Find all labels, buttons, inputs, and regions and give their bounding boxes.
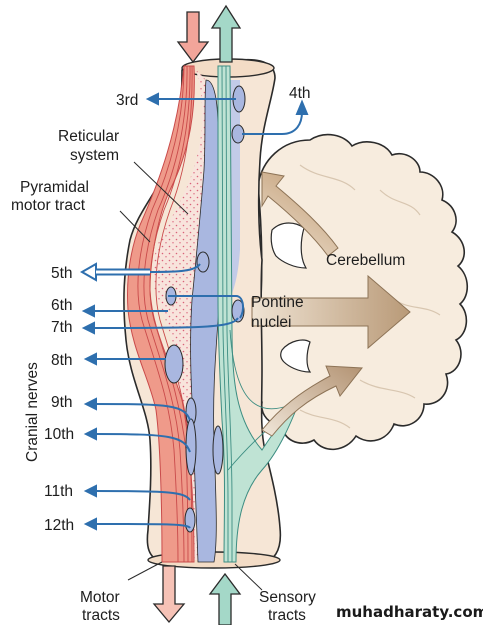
cerebellum-shape <box>249 133 469 451</box>
label-cerebellum: Cerebellum <box>326 252 405 269</box>
label-9th: 9th <box>51 394 73 411</box>
label-pyramidal-1: Pyramidal <box>20 179 89 196</box>
label-4th: 4th <box>289 85 311 102</box>
label-cranial-nerves: Cranial nerves <box>24 362 41 462</box>
label-sensory-2: tracts <box>268 607 306 624</box>
label-8th: 8th <box>51 352 73 369</box>
label-reticular-1: Reticular <box>58 128 119 145</box>
label-7th: 7th <box>51 319 73 336</box>
label-6th: 6th <box>51 297 73 314</box>
watermark-backdrop <box>330 600 480 622</box>
label-pontine-1: Pontine <box>251 294 304 311</box>
label-10th: 10th <box>44 426 74 443</box>
sensory-tract <box>217 65 301 563</box>
motor-out-arrow-bottom <box>152 565 186 624</box>
motor-tract-fibers <box>137 65 193 563</box>
label-5th: 5th <box>51 265 73 282</box>
sensory-in-arrow-bottom <box>208 572 242 625</box>
arrow-to-pontine-big <box>251 274 411 350</box>
motor-in-arrow <box>176 11 210 64</box>
cerebellar-peduncle-lower <box>280 339 312 373</box>
cranial-nuclei <box>164 85 246 533</box>
label-12th: 12th <box>44 517 74 534</box>
label-reticular-2: system <box>70 147 119 164</box>
cranial-nerve-arrows <box>79 92 309 531</box>
label-sensory-1: Sensory <box>259 589 316 606</box>
sensory-out-arrow-top <box>210 4 242 63</box>
arrow-cerebellum-upper <box>261 171 339 257</box>
label-pontine-2: nuclei <box>251 314 292 331</box>
label-motor-1: Motor <box>80 589 120 606</box>
label-motor-2: tracts <box>82 607 120 624</box>
label-3rd: 3rd <box>116 92 138 109</box>
cerebellar-peduncle-upper <box>270 222 308 269</box>
label-pyramidal-2: motor tract <box>11 197 86 214</box>
arrow-cerebellum-lower <box>261 365 363 437</box>
pyramidal-motor-tract <box>127 65 195 563</box>
watermark-text: muhadharaty.com <box>336 603 483 621</box>
cerebellum-folia <box>299 164 441 429</box>
label-leaders <box>119 161 263 591</box>
label-11th: 11th <box>44 483 73 500</box>
